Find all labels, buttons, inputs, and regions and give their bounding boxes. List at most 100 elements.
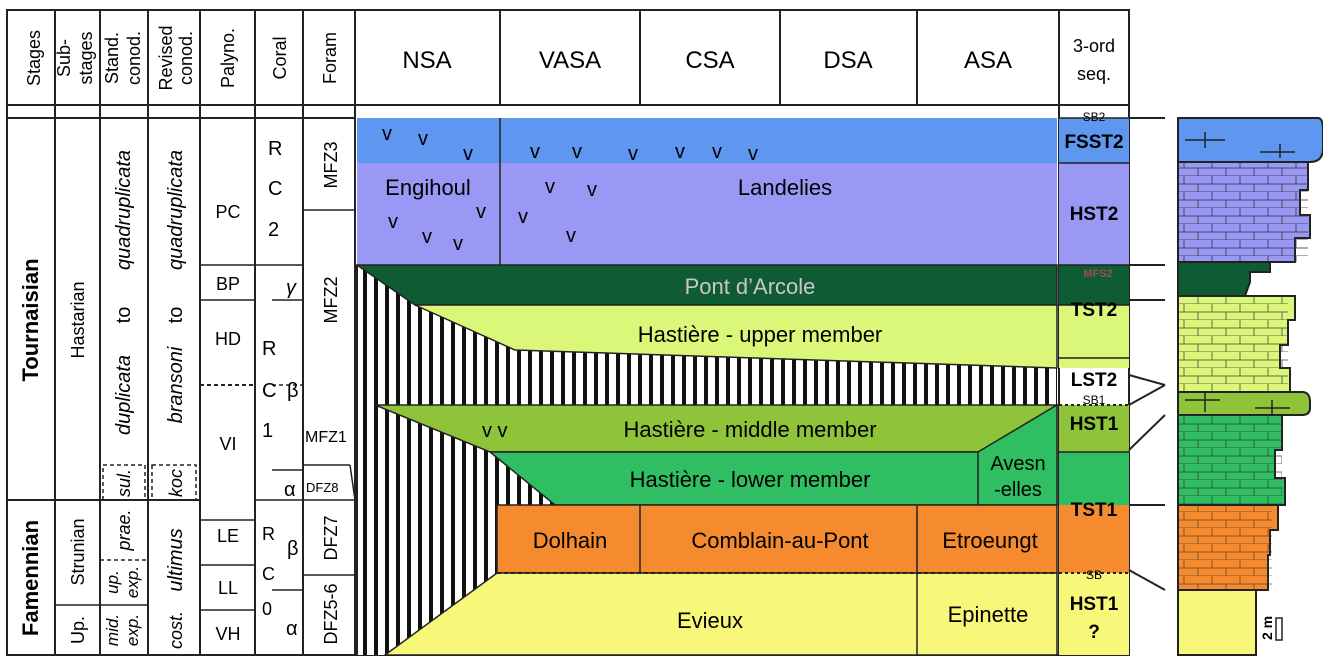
- seq-tst1: TST1: [1071, 500, 1118, 521]
- coral-beta: β: [287, 380, 299, 402]
- svg-text:v: v: [628, 143, 638, 165]
- revised-conod-cost: cost.: [166, 611, 186, 649]
- svg-text:v v: v v: [482, 420, 508, 442]
- coral-gamma: γ: [286, 277, 297, 299]
- coral-rc0-c: C: [262, 564, 275, 584]
- seq-sb1: SB1: [1083, 393, 1106, 407]
- svg-text:v: v: [382, 123, 392, 145]
- correlation-panel: Engihoul Landelies Pont d’Arcole Hastièr…: [354, 118, 1058, 656]
- coral-rc2-c: C: [268, 178, 282, 200]
- seq-hst1-q-1: HST1: [1070, 594, 1119, 615]
- svg-text:v: v: [572, 141, 582, 163]
- header-stand-conod-1: Stand.: [102, 32, 122, 84]
- seq-mfs2: MFS2: [1083, 268, 1112, 280]
- unit-avesnelles-2: -elles: [994, 479, 1042, 501]
- seq-lst2: LST2: [1071, 370, 1117, 391]
- coral-alpha-0: α: [286, 618, 298, 640]
- stand-conod-exp: exp.: [123, 566, 142, 598]
- svg-text:v: v: [453, 233, 463, 255]
- unit-evieux: Evieux: [677, 608, 743, 633]
- svg-text:v: v: [545, 176, 555, 198]
- header-stand-conod-2: conod.: [124, 31, 144, 85]
- seq-hst2: HST2: [1070, 204, 1119, 225]
- foram-mfz1: MFZ1: [305, 429, 347, 446]
- coral-rc1-c: C: [262, 380, 276, 402]
- palyno-hd: HD: [215, 329, 241, 349]
- substages-column: Hastarian Strunian Up.: [68, 281, 88, 644]
- scale-bar: [1275, 617, 1283, 641]
- foram-dfz7: DFZ7: [321, 516, 341, 561]
- foram-column: MFZ3 MFZ2 MFZ1 DFZ8 DFZ7 DFZ5-6: [305, 142, 347, 645]
- revised-conod-quadruplicata: quadruplicata: [165, 150, 187, 270]
- palyno-bp: BP: [216, 274, 240, 294]
- header-coral: Coral: [270, 36, 290, 79]
- palyno-vh: VH: [215, 624, 240, 644]
- svg-text:v: v: [530, 141, 540, 163]
- hst2-band: [357, 163, 1057, 265]
- revised-conod-ultimus: ultimus: [165, 528, 187, 591]
- revised-conod-bransoni: bransoni: [165, 346, 187, 423]
- palyno-ll: LL: [218, 578, 238, 598]
- palyno-vi: VI: [219, 434, 236, 454]
- palyno-le: LE: [217, 526, 239, 546]
- coral-rc1-1: 1: [262, 420, 273, 442]
- strunian-orange-band: [496, 504, 1058, 574]
- svg-text:v: v: [476, 201, 486, 223]
- unit-epinette: Epinette: [948, 602, 1029, 627]
- hastiere-upper-member: [414, 304, 1058, 369]
- header-substages-1: Sub-: [54, 39, 74, 77]
- seq-hst1: HST1: [1070, 414, 1119, 435]
- coral-column: R C 2 γ R C 1 β α R C 0 β α: [262, 138, 299, 640]
- coral-alpha: α: [284, 479, 296, 501]
- coral-rc1-r: R: [262, 338, 276, 360]
- table-header: Stages Sub- stages Stand. conod. Revised…: [24, 25, 1115, 90]
- header-seq-2: seq.: [1077, 64, 1111, 84]
- header-asa: ASA: [964, 47, 1012, 74]
- svg-text:v: v: [587, 179, 597, 201]
- svg-text:v: v: [388, 211, 398, 233]
- unit-landelies: Landelies: [738, 175, 832, 200]
- svg-text:v: v: [566, 225, 576, 247]
- svg-text:v: v: [748, 143, 758, 165]
- fsst2-band: [357, 118, 1057, 163]
- stand-conod-up: up.: [103, 570, 122, 594]
- seq-fsst2: FSST2: [1064, 132, 1123, 153]
- revised-conod-koc: koc: [166, 469, 186, 497]
- column-scale-label: 2 m: [1259, 616, 1275, 640]
- stand-conod-sul: sul.: [114, 469, 134, 497]
- foram-mfz3: MFZ3: [321, 142, 341, 189]
- unit-engihoul: Engihoul: [385, 175, 471, 200]
- svg-text:v: v: [675, 141, 685, 163]
- svg-text:v: v: [463, 143, 473, 165]
- header-nsa: NSA: [402, 47, 451, 74]
- unit-pont-arcole: Pont d’Arcole: [685, 274, 816, 299]
- svg-text:v: v: [518, 206, 528, 228]
- seq-sb: SB: [1086, 568, 1102, 582]
- revised-conodont-column: bransoni to quadruplicata koc ultimus co…: [165, 150, 187, 649]
- header-revised-conod-1: Revised: [156, 25, 176, 90]
- stand-conod-duplicata: duplicata: [113, 355, 135, 435]
- seq-tst2: TST2: [1071, 300, 1117, 321]
- unit-hastiere-lower: Hastière - lower member: [630, 467, 871, 492]
- header-dsa: DSA: [823, 47, 872, 74]
- stage-famennian: Famennian: [18, 520, 43, 636]
- coral-rc0-0: 0: [262, 599, 272, 619]
- header-csa: CSA: [685, 47, 734, 74]
- unit-hastiere-upper: Hastière - upper member: [638, 322, 883, 347]
- seq-sb2: SB2: [1083, 110, 1106, 124]
- unit-hastiere-middle: Hastière - middle member: [623, 417, 876, 442]
- lithologic-column: 2 m: [1177, 117, 1323, 656]
- stage-tournaisian: Tournaisian: [18, 258, 43, 381]
- unit-etroeungt: Etroeungt: [942, 528, 1037, 553]
- header-seq-1: 3-ord: [1073, 36, 1115, 56]
- stand-conod-prae: prae.: [114, 509, 134, 551]
- foram-mfz2: MFZ2: [321, 277, 341, 324]
- foram-dfz5-6: DFZ5-6: [321, 583, 341, 644]
- header-foram: Foram: [320, 32, 340, 84]
- header-revised-conod-2: conod.: [176, 31, 196, 85]
- header-palyno: Palyno.: [218, 28, 238, 88]
- header-stages: Stages: [24, 30, 44, 86]
- unit-dolhain: Dolhain: [533, 528, 608, 553]
- coral-rc2-2: 2: [268, 219, 279, 241]
